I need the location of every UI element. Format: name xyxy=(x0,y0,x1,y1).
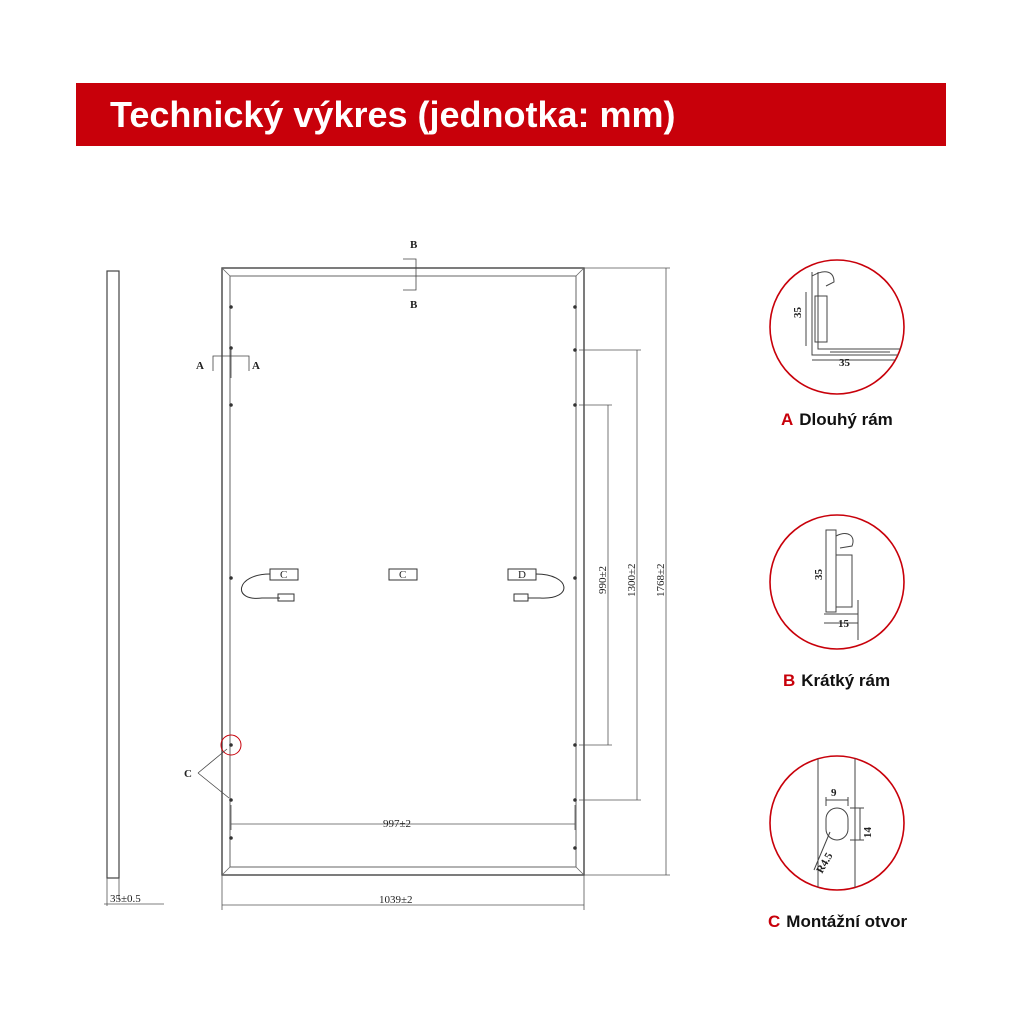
detail-c-dim-width: 9 xyxy=(831,787,837,799)
dim-height-total: 1768±2 xyxy=(655,563,667,597)
detail-b-circle: 35 15 xyxy=(769,514,905,650)
page-title: Technický výkres (jednotka: mm) xyxy=(110,94,676,135)
detail-b-caption: B Krátký rám xyxy=(783,671,890,691)
side-view: 35±0.5 xyxy=(104,270,164,906)
detail-b-name: Krátký rám xyxy=(801,671,891,690)
detail-c-dim-height: 14 xyxy=(862,827,874,839)
dimension-lines xyxy=(221,267,670,910)
detail-b-dim-vertical: 35 xyxy=(813,569,825,581)
detail-a-dim-horizontal: 35 xyxy=(839,357,851,369)
detail-b-dim-horizontal: 15 xyxy=(838,618,850,630)
detail-c-letter: C xyxy=(768,912,781,931)
detail-b-letter: B xyxy=(783,671,796,690)
detail-c-dim-radius: R4.5 xyxy=(814,850,835,875)
section-mark-b-top: B xyxy=(410,239,418,251)
junction-box-left-label: C xyxy=(280,569,287,581)
dim-thickness: 35±0.5 xyxy=(110,893,141,905)
detail-a-circle: 35 35 xyxy=(769,259,905,395)
junction-box-center-label: C xyxy=(399,569,406,581)
junction-box-right-label: D xyxy=(518,569,526,581)
section-mark-c: C xyxy=(184,768,192,780)
dim-spacing-inner: 990±2 xyxy=(597,566,609,594)
section-mark-b-bottom: B xyxy=(410,299,418,311)
detail-a-name: Dlouhý rám xyxy=(799,410,893,429)
section-mark-a-left: A xyxy=(196,360,204,372)
detail-c-caption: C Montážní otvor xyxy=(768,912,907,932)
detail-a-letter: A xyxy=(781,410,794,429)
header-banner: Technický výkres (jednotka: mm) xyxy=(76,83,946,146)
detail-c-circle: 9 14 R4.5 xyxy=(769,755,905,891)
dim-width-inner: 997±2 xyxy=(383,818,411,830)
detail-a-caption: A Dlouhý rám xyxy=(781,410,893,430)
dim-width-outer: 1039±2 xyxy=(379,894,413,906)
dim-spacing-outer: 1300±2 xyxy=(626,563,638,597)
detail-c-name: Montážní otvor xyxy=(786,912,908,931)
panel-front-view: A A B B C C D C xyxy=(184,239,585,876)
section-mark-a-right: A xyxy=(252,360,260,372)
detail-a-dim-vertical: 35 xyxy=(792,307,804,319)
